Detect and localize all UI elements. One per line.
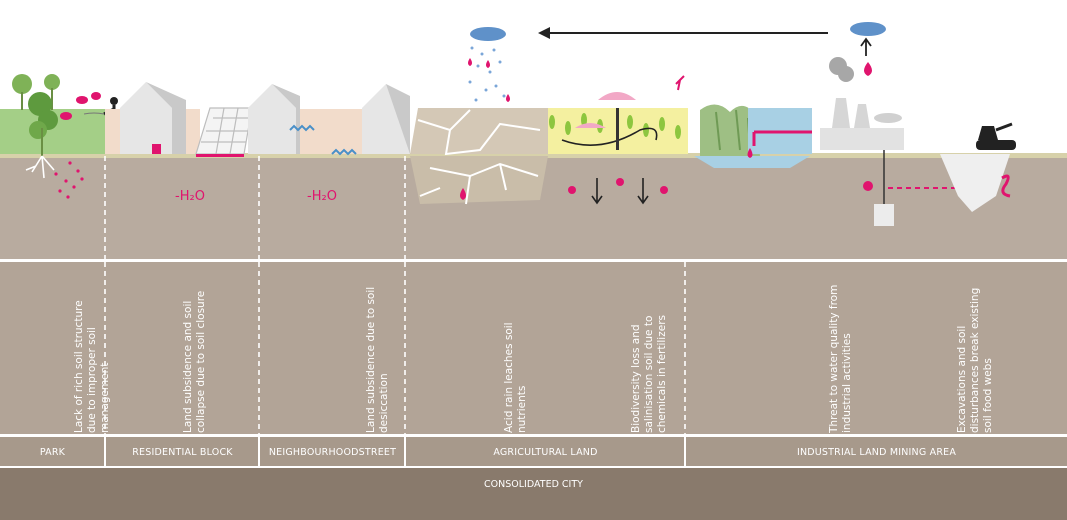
zone-label-industrial: INDUSTRIAL LAND MINING AREA (796, 447, 957, 458)
industrial-scene (694, 22, 1016, 226)
residential-scene (105, 82, 253, 157)
city-band (0, 468, 1067, 520)
description-band (0, 262, 1067, 437)
city-divider (0, 466, 1067, 469)
agricultural-scene (410, 27, 688, 205)
description-agricultural-acid-rain: Acid rain leaches soil nutrients (503, 322, 528, 433)
description-separators (104, 262, 686, 437)
description-industrial-water: Threat to water quality from industrial … (828, 284, 853, 433)
water-loss-label-street: -H₂O (307, 189, 337, 204)
label-divider (0, 434, 1067, 437)
scene-divider (0, 259, 1067, 262)
street-scene (248, 84, 410, 156)
description-mining-excavation: Excavations and soil disturbances break … (956, 287, 994, 433)
zone-label-separator (404, 437, 406, 468)
description-street: Land subsidence due to soil desiccation (365, 286, 390, 433)
consolidated-city-label: CONSOLIDATED CITY (484, 479, 583, 490)
description-agricultural-biodiversity: Biodiversity loss and salinisation soil … (630, 315, 668, 433)
description-park: Lack of rich soil structure due to impro… (73, 300, 111, 433)
zone-label-separator (258, 437, 260, 468)
zone-label-park: PARK (39, 447, 66, 458)
zone-label-separator (104, 437, 106, 468)
zone-label-agricultural: AGRICULTURAL LAND (493, 447, 598, 458)
zone-label-separator (684, 437, 686, 468)
description-residential: Land subsidence and soil collapse due to… (182, 290, 207, 433)
park-scene (0, 74, 120, 199)
zone-label-band (0, 437, 1067, 468)
soil-cross-section-scene: -H₂O -H₂O (0, 22, 1067, 262)
flow-arrow (538, 27, 828, 39)
ground-surface-line (0, 153, 1067, 158)
zone-label-street: NEIGHBOURHOODSTREET (268, 447, 397, 458)
zone-label-residential: RESIDENTIAL BLOCK (132, 447, 233, 458)
water-loss-label-residential: -H₂O (175, 189, 205, 204)
